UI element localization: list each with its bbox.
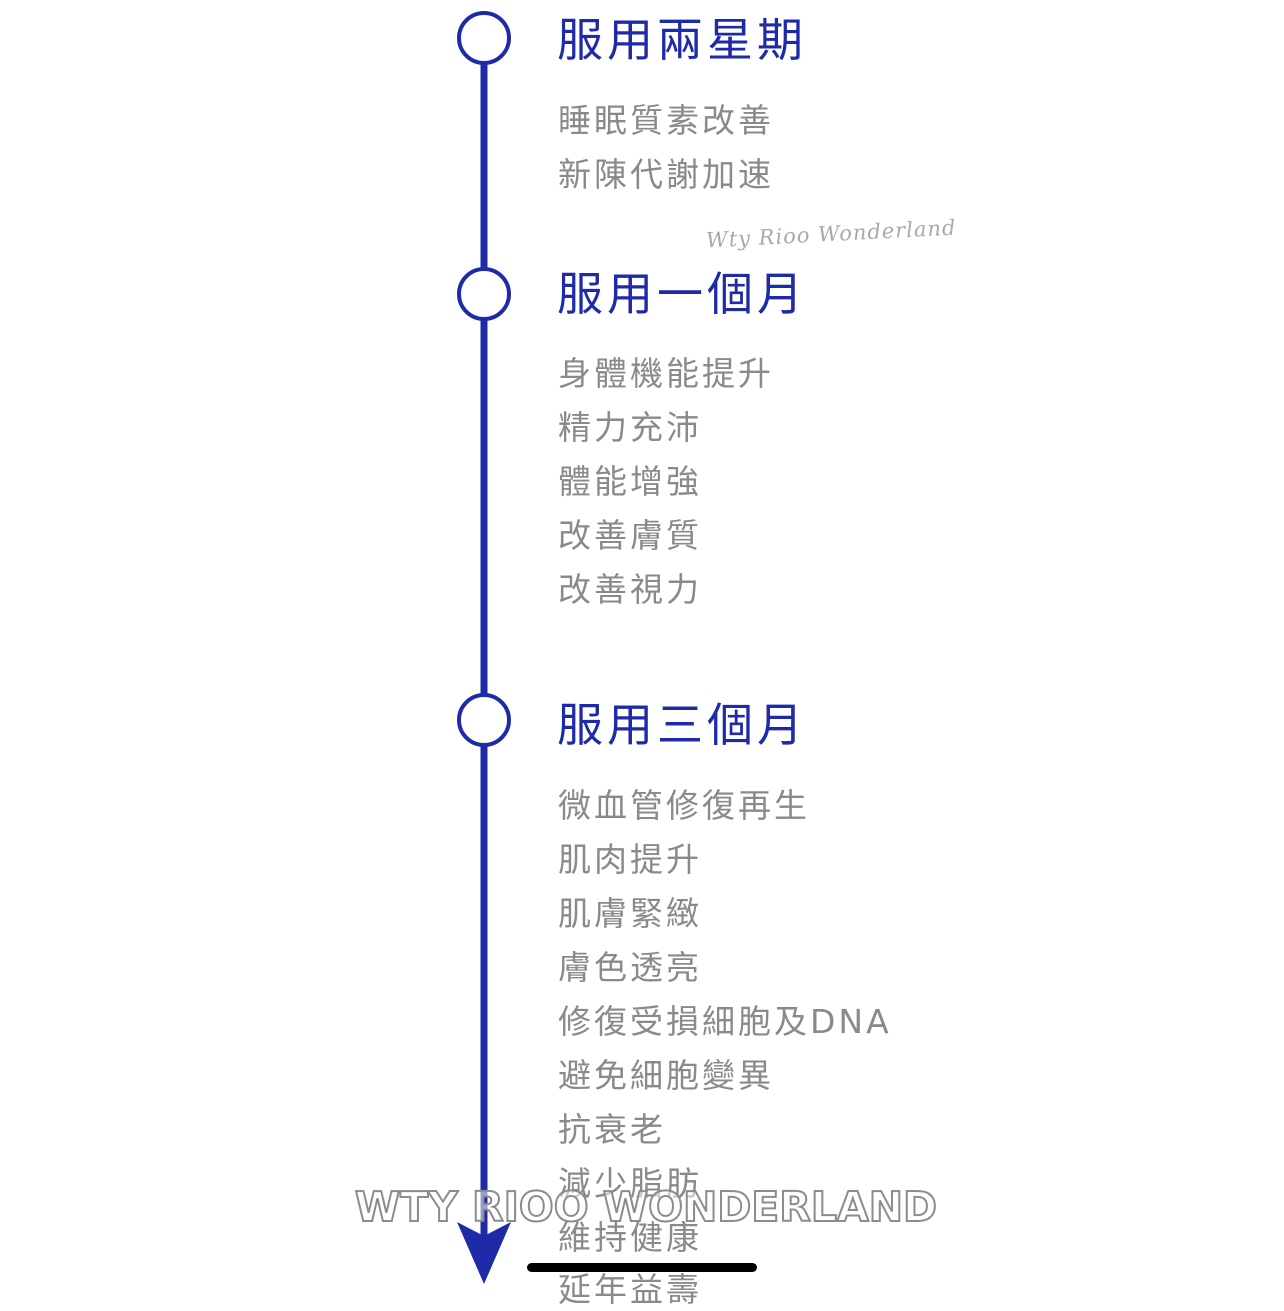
- benefit-item: 膚色透亮: [558, 948, 702, 987]
- benefit-item: 改善視力: [558, 570, 702, 609]
- timeline-node-three-months: [457, 693, 511, 747]
- stage-title-two-weeks: 服用兩星期: [557, 13, 807, 67]
- benefit-item: 微血管修復再生: [558, 786, 810, 825]
- benefit-item: 睡眠質素改善: [558, 101, 774, 140]
- benefit-item: 避免細胞變異: [558, 1056, 774, 1095]
- benefit-item: 延年益壽: [558, 1270, 702, 1309]
- benefit-item: 新陳代謝加速: [558, 155, 774, 194]
- benefit-item: 精力充沛: [558, 408, 702, 447]
- benefit-item: 改善膚質: [558, 516, 702, 555]
- benefit-item: 維持健康: [558, 1218, 702, 1257]
- stage-title-one-month: 服用一個月: [557, 267, 807, 321]
- timeline-node-one-month: [457, 267, 511, 321]
- stage-title-three-months: 服用三個月: [557, 698, 807, 752]
- benefit-item: 抗衰老: [558, 1110, 666, 1149]
- benefit-item: 體能增強: [558, 462, 702, 501]
- benefit-item: 肌膚緊緻: [558, 894, 702, 933]
- timeline-node-two-weeks: [457, 11, 511, 65]
- benefit-item: 身體機能提升: [558, 354, 774, 393]
- benefit-item: 修復受損細胞及DNA: [558, 1002, 892, 1041]
- timeline: [457, 11, 511, 1284]
- home-indicator-bar[interactable]: [527, 1263, 757, 1272]
- timeline-arrow-head: [457, 1222, 511, 1284]
- brand-watermark: WTY RIOO WONDERLAND: [354, 1182, 938, 1232]
- benefit-item: 肌肉提升: [558, 840, 702, 879]
- benefit-item: 減少脂肪: [558, 1164, 702, 1203]
